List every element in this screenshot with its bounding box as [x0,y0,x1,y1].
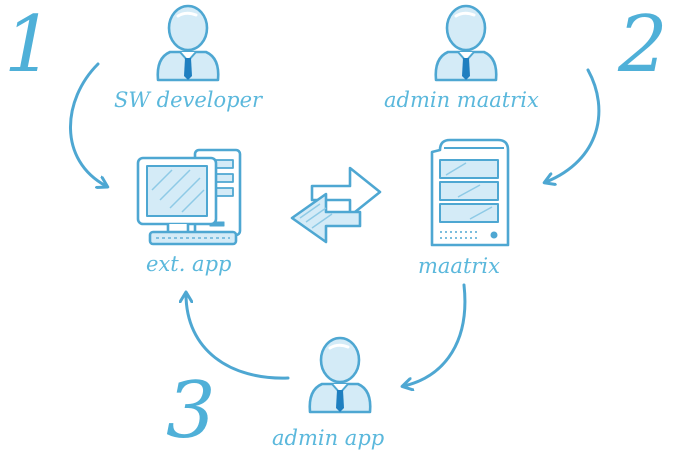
bidirectional-arrow-icon [290,166,382,244]
label-admin-maatrix: admin maatrix [384,88,539,112]
step-number-2: 2 [618,0,668,90]
label-sw-developer: SW developer [114,88,263,112]
label-ext-app: ext. app [146,252,232,276]
arrow-maatrix-to-admin-app [404,283,467,386]
person-icon-sw-developer [156,4,220,82]
step-number-1: 1 [4,0,54,90]
label-maatrix: maatrix [418,254,500,278]
person-icon-admin-maatrix [434,4,498,82]
person-icon-admin-app [308,336,372,414]
step-number-3: 3 [166,366,216,456]
server-icon [430,138,510,247]
desktop-computer-icon [136,148,242,246]
arrow-admin-maatrix-to-maatrix [546,68,601,182]
label-admin-app: admin app [272,426,385,450]
arrow-admin-app-to-ext-app [186,294,290,380]
arrow-developer-to-ext-app [69,62,106,186]
